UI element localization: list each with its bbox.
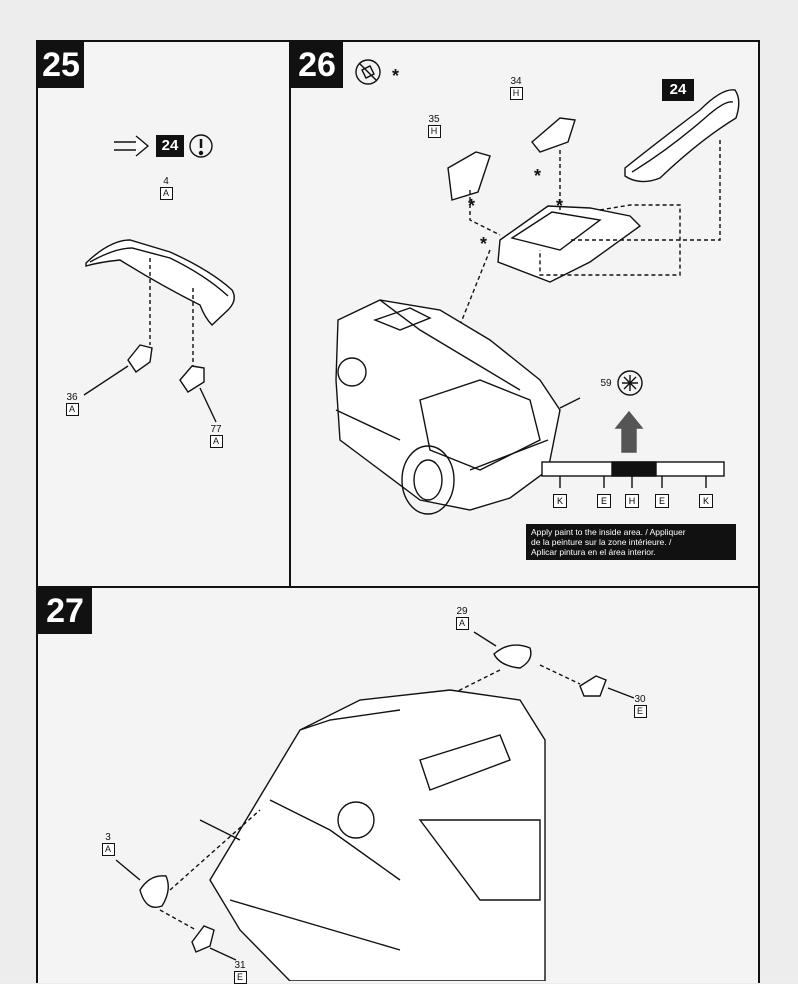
part-77	[179, 365, 205, 393]
spoiler-part	[85, 239, 235, 326]
attention-icon	[189, 134, 213, 158]
paint-legend-k-right: K	[699, 494, 713, 508]
step-25-panel	[36, 40, 292, 589]
no-glue-icon	[355, 59, 381, 85]
paint-legend-e-right: E	[655, 494, 669, 508]
car-side-illustration	[199, 689, 546, 981]
step-reference-24-b: 24	[662, 79, 694, 101]
paint-instruction-note: Apply paint to the inside area. / Appliq…	[526, 524, 736, 560]
step-reference-24: 24	[156, 135, 184, 157]
part-3	[139, 875, 169, 908]
spoiler-assembly	[624, 89, 740, 183]
part-34	[531, 117, 576, 153]
svg-text:*: *	[534, 166, 541, 186]
step-26-number: 26	[291, 42, 343, 88]
part-31	[191, 925, 215, 953]
paint-legend-e-left: E	[597, 494, 611, 508]
paint-icon	[617, 370, 643, 396]
car-rear-illustration	[335, 299, 581, 515]
part-35	[447, 151, 491, 201]
arrow-icon	[114, 135, 150, 157]
svg-text:*: *	[556, 196, 563, 216]
asterisk-icon: *	[392, 66, 399, 86]
part-36	[127, 344, 153, 373]
step-25-number: 25	[38, 42, 84, 88]
paint-legend-k-left: K	[553, 494, 567, 508]
svg-text:*: *	[468, 196, 475, 216]
step-27-number: 27	[38, 588, 92, 634]
part-30	[579, 675, 607, 697]
paint-legend-h: H	[625, 494, 639, 508]
svg-text:*: *	[480, 234, 487, 254]
part-29	[493, 644, 532, 669]
part-label-59: 59	[600, 378, 612, 389]
up-arrow-icon	[614, 410, 644, 453]
